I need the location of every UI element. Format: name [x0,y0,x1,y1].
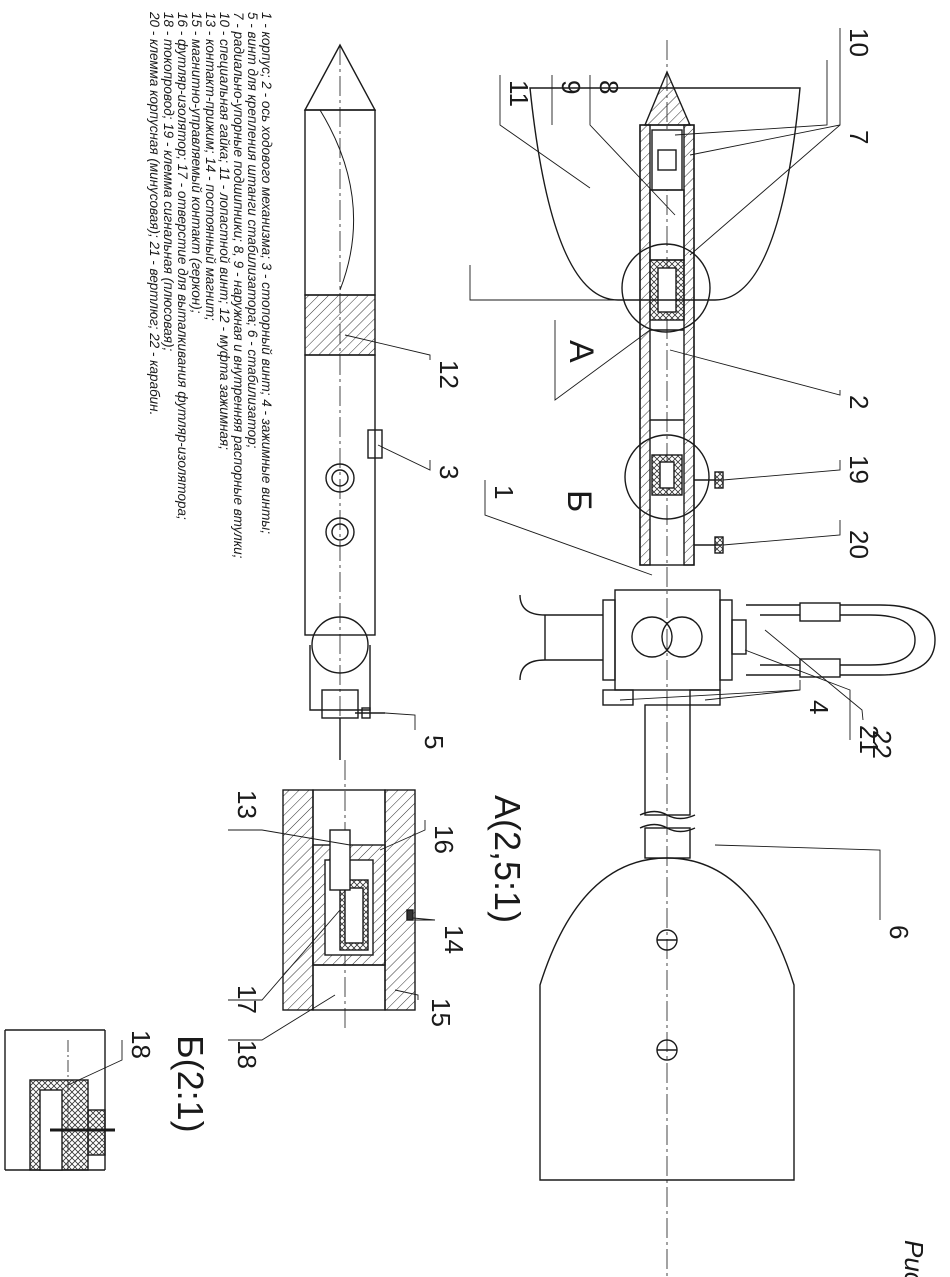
callout-4: 4 [804,700,834,714]
legend-line-4: 10 - специальная гайка; 11 - лопастной в… [217,12,232,450]
callout-15: 15 [426,998,456,1027]
side-view [303,43,385,760]
leader-lines [67,28,881,1086]
main-assembly [519,40,936,1277]
legend-line-3: 7 - радиально-упорные подшипники; 8, 9 -… [231,12,246,559]
detail-b-title: Б(2:1) [170,1035,211,1133]
callout-7: 7 [844,130,874,144]
callout-18-a: 18 [232,1040,262,1069]
legend-line-1: 1 - корпус; 2 - ось ходового механизма; … [259,12,274,534]
callout-2: 2 [844,395,874,409]
legend-line-8: 18 - токопровод; 19 - клемма сигнальная … [161,12,176,352]
section-a-label: А [562,340,600,363]
detail-a [282,760,416,1030]
legend-line-7: 16 - футляр-изолятор; 17 - отверстие для… [175,12,190,520]
callouts: 10 7 8 9 11 2 19 20 1 22 21 4 6 12 3 5 1… [126,28,914,1069]
callout-12: 12 [434,360,464,389]
legend-line-5: 13 - контакт-прижим; 14 - постоянный маг… [203,12,218,321]
legend-line-6: 15 - магнитно-управляемый контакт (герко… [189,12,204,314]
detail-b [4,1029,115,1171]
callout-14: 14 [439,925,469,954]
callout-5: 5 [419,735,449,749]
callout-17: 17 [232,985,262,1014]
callout-1: 1 [489,485,519,499]
legend-line-9: 20 - клемма корпусная (минусовая); 21 - … [147,11,162,415]
legend-line-2: 5 - винт для крепления штанги стабилизат… [245,12,260,449]
callout-11: 11 [504,80,534,107]
callout-6: 6 [884,925,914,939]
section-b-label: Б [560,490,598,512]
legend: 1 - корпус; 2 - ось ходового механизма; … [147,11,274,559]
callout-13: 13 [232,790,262,819]
section-labels: А Б А(2,5:1) Б(2:1) Рис [170,340,929,1277]
callout-21: 21 [854,725,884,754]
callout-8: 8 [594,80,624,94]
callout-18-b: 18 [126,1030,156,1059]
callout-9: 9 [556,80,586,94]
detail-a-title: А(2,5:1) [487,795,528,923]
callout-16: 16 [429,825,459,854]
callout-10: 10 [844,28,874,57]
callout-3: 3 [434,465,464,479]
figure-label: Рис [899,1240,929,1277]
callout-22: 22 [867,730,897,759]
callout-19: 19 [844,455,874,484]
callout-20: 20 [844,530,874,559]
